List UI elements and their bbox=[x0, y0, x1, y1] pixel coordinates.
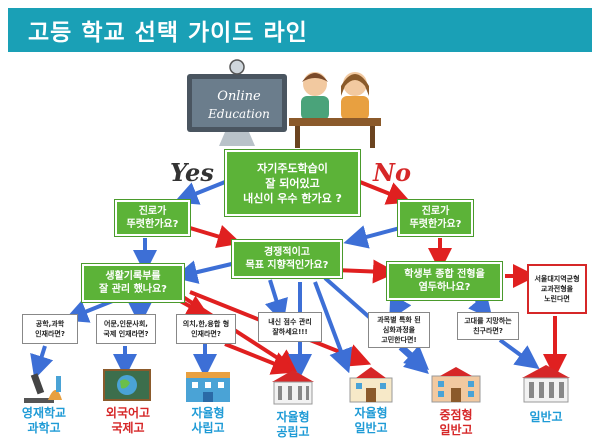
destination-foreign-language: 외국어고 국제고 bbox=[105, 406, 151, 435]
destination-focused-general: 중점형 일반고 bbox=[439, 408, 473, 437]
competitive-question: 경쟁적이고 목표 지향적인가요? bbox=[232, 240, 342, 278]
record-question: 생활기록부를 잘 관리 했나요? bbox=[82, 264, 184, 302]
comprehensive-question: 학생부 종합 전형을 염두하나요? bbox=[387, 262, 502, 300]
science-talent-text: 공학,과학 인재라면? bbox=[35, 320, 65, 338]
focused-school-icon bbox=[431, 367, 481, 403]
medical-talent-box: 의치,한,융합 형 인재라면? bbox=[176, 314, 236, 344]
competitive-text: 경쟁적이고 목표 지향적인가요? bbox=[245, 247, 329, 271]
science-talent-box: 공학,과학 인재라면? bbox=[22, 314, 78, 344]
subjects-box: 과목별 특화 된 심화과정을 고민한다면! bbox=[368, 312, 430, 348]
record-text: 생활기록부를 잘 관리 했나요? bbox=[99, 271, 167, 295]
private-school-building-icon bbox=[186, 372, 230, 402]
career-right-text: 진로가 뚜렷한가요? bbox=[409, 206, 462, 230]
title-banner: 고등 학교 선택 가이드 라인 bbox=[8, 8, 592, 52]
medical-talent-text: 의치,한,융합 형 인재라면? bbox=[182, 320, 230, 338]
microscope-icon bbox=[24, 373, 62, 403]
root-question: 자기주도학습이 잘 되어있고 내신이 우수 한가요 ? bbox=[225, 150, 360, 216]
comprehensive-text: 학생부 종합 전형을 염두하나요? bbox=[404, 269, 485, 293]
career-right-question: 진로가 뚜렷한가요? bbox=[398, 200, 473, 236]
screen-text-online: Online bbox=[217, 89, 261, 104]
career-left-text: 진로가 뚜렷한가요? bbox=[126, 206, 179, 230]
high-school-icon bbox=[522, 365, 570, 403]
computer-icon: Online Education bbox=[187, 59, 287, 146]
globe-icon bbox=[103, 369, 151, 401]
language-talent-text: 어문,인문사회, 국제 인재라면? bbox=[103, 320, 149, 338]
destination-gifted-science: 영재학교 과학고 bbox=[21, 406, 67, 435]
page-title: 고등 학교 선택 가이드 라인 bbox=[28, 20, 308, 46]
seoul-univ-text: 서울대지역균형 교과전형을 노린다면 bbox=[534, 275, 580, 303]
root-question-text: 자기주도학습이 잘 되어있고 내신이 우수 한가요 ? bbox=[243, 161, 342, 205]
public-school-icon bbox=[272, 370, 314, 405]
destination-autonomous-general: 자율형 일반고 bbox=[354, 406, 388, 435]
destination-autonomous-public: 자율형 공립고 bbox=[276, 410, 310, 439]
general-school-icon bbox=[349, 367, 393, 403]
destination-autonomous-private: 자율형 사립고 bbox=[191, 406, 225, 435]
students-icon bbox=[289, 72, 381, 148]
career-left-question: 진로가 뚜렷한가요? bbox=[115, 200, 190, 236]
seoul-univ-box: 서울대지역균형 교과전형을 노린다면 bbox=[527, 264, 587, 314]
language-talent-box: 어문,인문사회, 국제 인재라면? bbox=[96, 314, 156, 344]
grades-box: 내신 점수 관리 잘하세요!!! bbox=[258, 312, 322, 342]
subjects-text: 과목별 특화 된 심화과정을 고민한다면! bbox=[377, 316, 421, 344]
no-label: No bbox=[373, 158, 411, 187]
grades-text: 내신 점수 관리 잘하세요!!! bbox=[268, 318, 312, 336]
destination-general: 일반고 bbox=[529, 410, 563, 424]
yes-label: Yes bbox=[170, 158, 214, 187]
screen-text-education: Education bbox=[207, 107, 270, 121]
korea-univ-box: 고대를 지망하는 친구라면? bbox=[457, 312, 519, 340]
korea-univ-text: 고대를 지망하는 친구라면? bbox=[464, 317, 512, 335]
